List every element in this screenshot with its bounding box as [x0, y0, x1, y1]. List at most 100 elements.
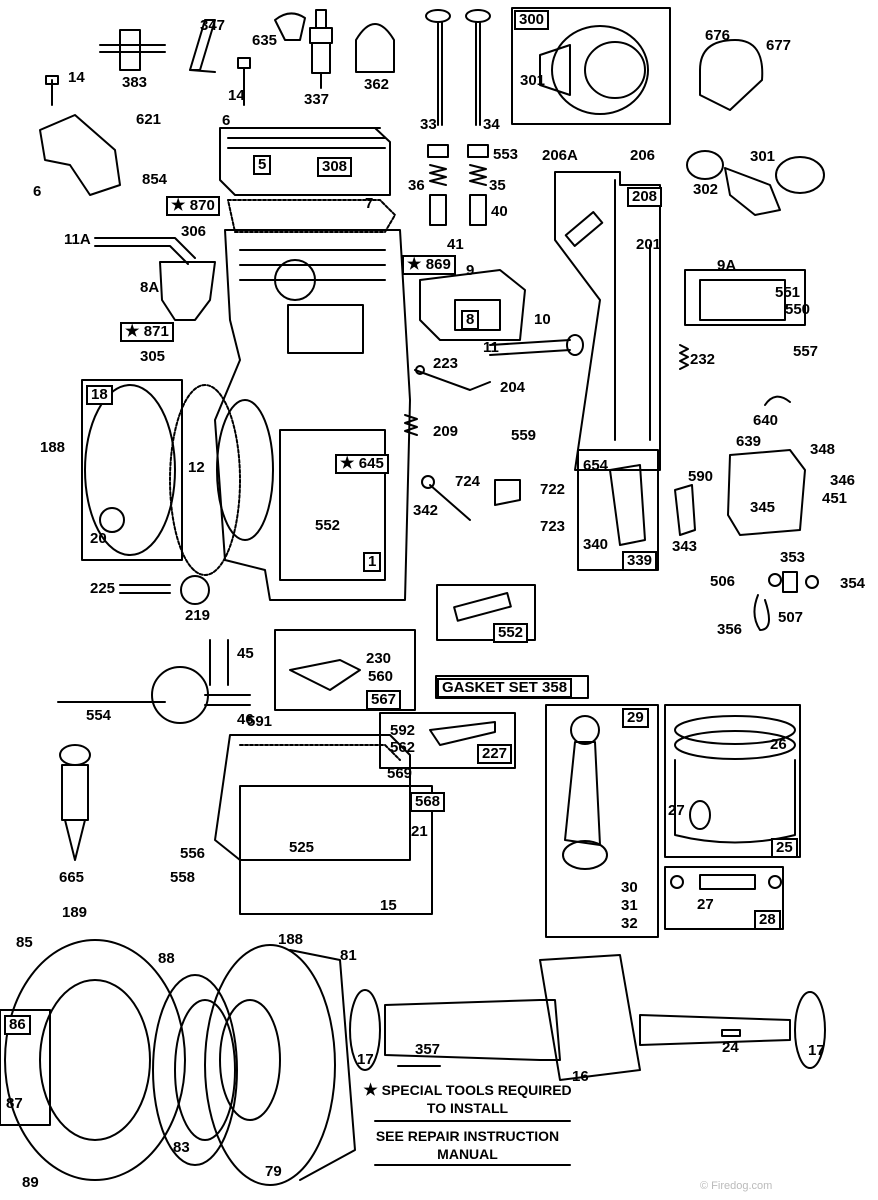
- callout-text: 302: [693, 181, 719, 198]
- callout-text: 206: [630, 147, 656, 164]
- callout-6: 6: [222, 113, 230, 129]
- callout-text: 88: [158, 950, 175, 967]
- callout-text: 871: [143, 323, 169, 340]
- callout-text: 6: [33, 183, 42, 200]
- callout-text: 346: [830, 472, 856, 489]
- oil-sump: [214, 734, 411, 861]
- callout-451: 451: [822, 491, 847, 507]
- callout-645: ★ 645: [335, 454, 389, 474]
- callout-227: 227: [477, 744, 513, 764]
- flywheel-83: [152, 974, 238, 1166]
- callout-text: 854: [142, 171, 168, 188]
- callout-870: ★ 870: [166, 196, 220, 216]
- callout-345: 345: [750, 500, 775, 516]
- callout-text: 356: [717, 621, 743, 638]
- callout-342: 342: [413, 503, 438, 519]
- callout-text: 451: [822, 490, 848, 507]
- star-icon: ★: [171, 197, 190, 214]
- piston: [674, 715, 796, 844]
- callout-text: 645: [358, 455, 384, 472]
- callout-text: 300: [519, 11, 545, 28]
- callout-text: 15: [380, 897, 397, 914]
- callout-557: 557: [793, 344, 818, 360]
- callout-81: 81: [340, 948, 357, 964]
- callout-27: 27: [697, 897, 714, 913]
- box-86: [0, 1009, 51, 1126]
- clip-724: [494, 479, 521, 506]
- box-28: [664, 866, 784, 930]
- callout-text: 46: [237, 711, 254, 728]
- wire-640: [764, 395, 791, 406]
- bolt-14b: [237, 57, 251, 106]
- callout-223: 223: [433, 356, 458, 372]
- callout-text: 10: [534, 311, 551, 328]
- callout-9a: 9A: [717, 258, 736, 274]
- see-repair-text: SEE REPAIR INSTRUCTION: [375, 1128, 560, 1144]
- callout-24: 24: [722, 1040, 739, 1056]
- callout-621: 621: [136, 112, 161, 128]
- callout-356: 356: [717, 622, 742, 638]
- filter-8a: [159, 261, 216, 321]
- callout-562: 562: [390, 740, 415, 756]
- callout-7: 7: [365, 196, 373, 212]
- tube-11: [489, 334, 584, 356]
- callout-506: 506: [710, 574, 735, 590]
- callout-676: 676: [705, 28, 730, 44]
- cover-345: [727, 449, 806, 536]
- callout-17: 17: [808, 1043, 825, 1059]
- callout-text: 552: [498, 624, 524, 641]
- callout-635: 635: [252, 33, 277, 49]
- callout-text: 9A: [717, 257, 737, 274]
- callout-text: 557: [793, 343, 819, 360]
- callout-10: 10: [534, 312, 551, 328]
- callout-29: 29: [622, 708, 649, 728]
- callout-83: 83: [173, 1140, 190, 1156]
- callout-text: 590: [688, 468, 714, 485]
- callout-869: ★ 869: [402, 255, 456, 275]
- callout-text: 305: [140, 348, 166, 365]
- gasket-set-label: GASKET SET 358: [437, 678, 573, 698]
- callout-27: 27: [668, 803, 685, 819]
- callout-text: 308: [322, 158, 348, 175]
- callout-722: 722: [540, 482, 565, 498]
- special-tools-note: ★ SPECIAL TOOLS REQUIRED: [350, 1082, 585, 1099]
- callout-text: 676: [705, 27, 731, 44]
- screw-342: [421, 475, 471, 521]
- callout-text: 35: [489, 177, 506, 194]
- callout-text: 357: [415, 1041, 441, 1058]
- pin-552: [453, 591, 512, 622]
- cylinder-head-308: [219, 127, 391, 196]
- callout-507: 507: [778, 610, 803, 626]
- lever-227: [429, 721, 496, 746]
- callout-text: 354: [840, 575, 866, 592]
- callout-567: 567: [366, 690, 402, 710]
- callout-346: 346: [830, 473, 855, 489]
- callout-text: 654: [583, 457, 609, 474]
- callout-21: 21: [411, 824, 428, 840]
- callout-87: 87: [6, 1096, 23, 1112]
- callout-640: 640: [753, 413, 778, 429]
- breather-tube-11a: [94, 237, 196, 265]
- callout-text: 339: [627, 552, 653, 569]
- callout-525: 525: [289, 840, 314, 856]
- sleeve-208: [564, 211, 604, 247]
- pin-28: [670, 874, 782, 890]
- callout-text: 722: [540, 481, 566, 498]
- callout-text: 347: [200, 17, 226, 34]
- callout-15: 15: [380, 898, 397, 914]
- connecting-rod: [562, 715, 608, 870]
- callout-347: 347: [200, 18, 225, 34]
- callout-592: 592: [390, 723, 415, 739]
- callout-text: 79: [265, 1163, 282, 1180]
- callout-text: 18: [91, 386, 108, 403]
- callout-35: 35: [489, 178, 506, 194]
- box-568: [239, 785, 433, 915]
- callout-17: 17: [357, 1052, 374, 1068]
- callout-text: 17: [357, 1051, 374, 1068]
- callout-text: 552: [315, 517, 341, 534]
- shaft-225: [119, 584, 171, 594]
- callout-559: 559: [511, 428, 536, 444]
- callout-text: 870: [189, 197, 215, 214]
- callout-text: 34: [483, 116, 500, 133]
